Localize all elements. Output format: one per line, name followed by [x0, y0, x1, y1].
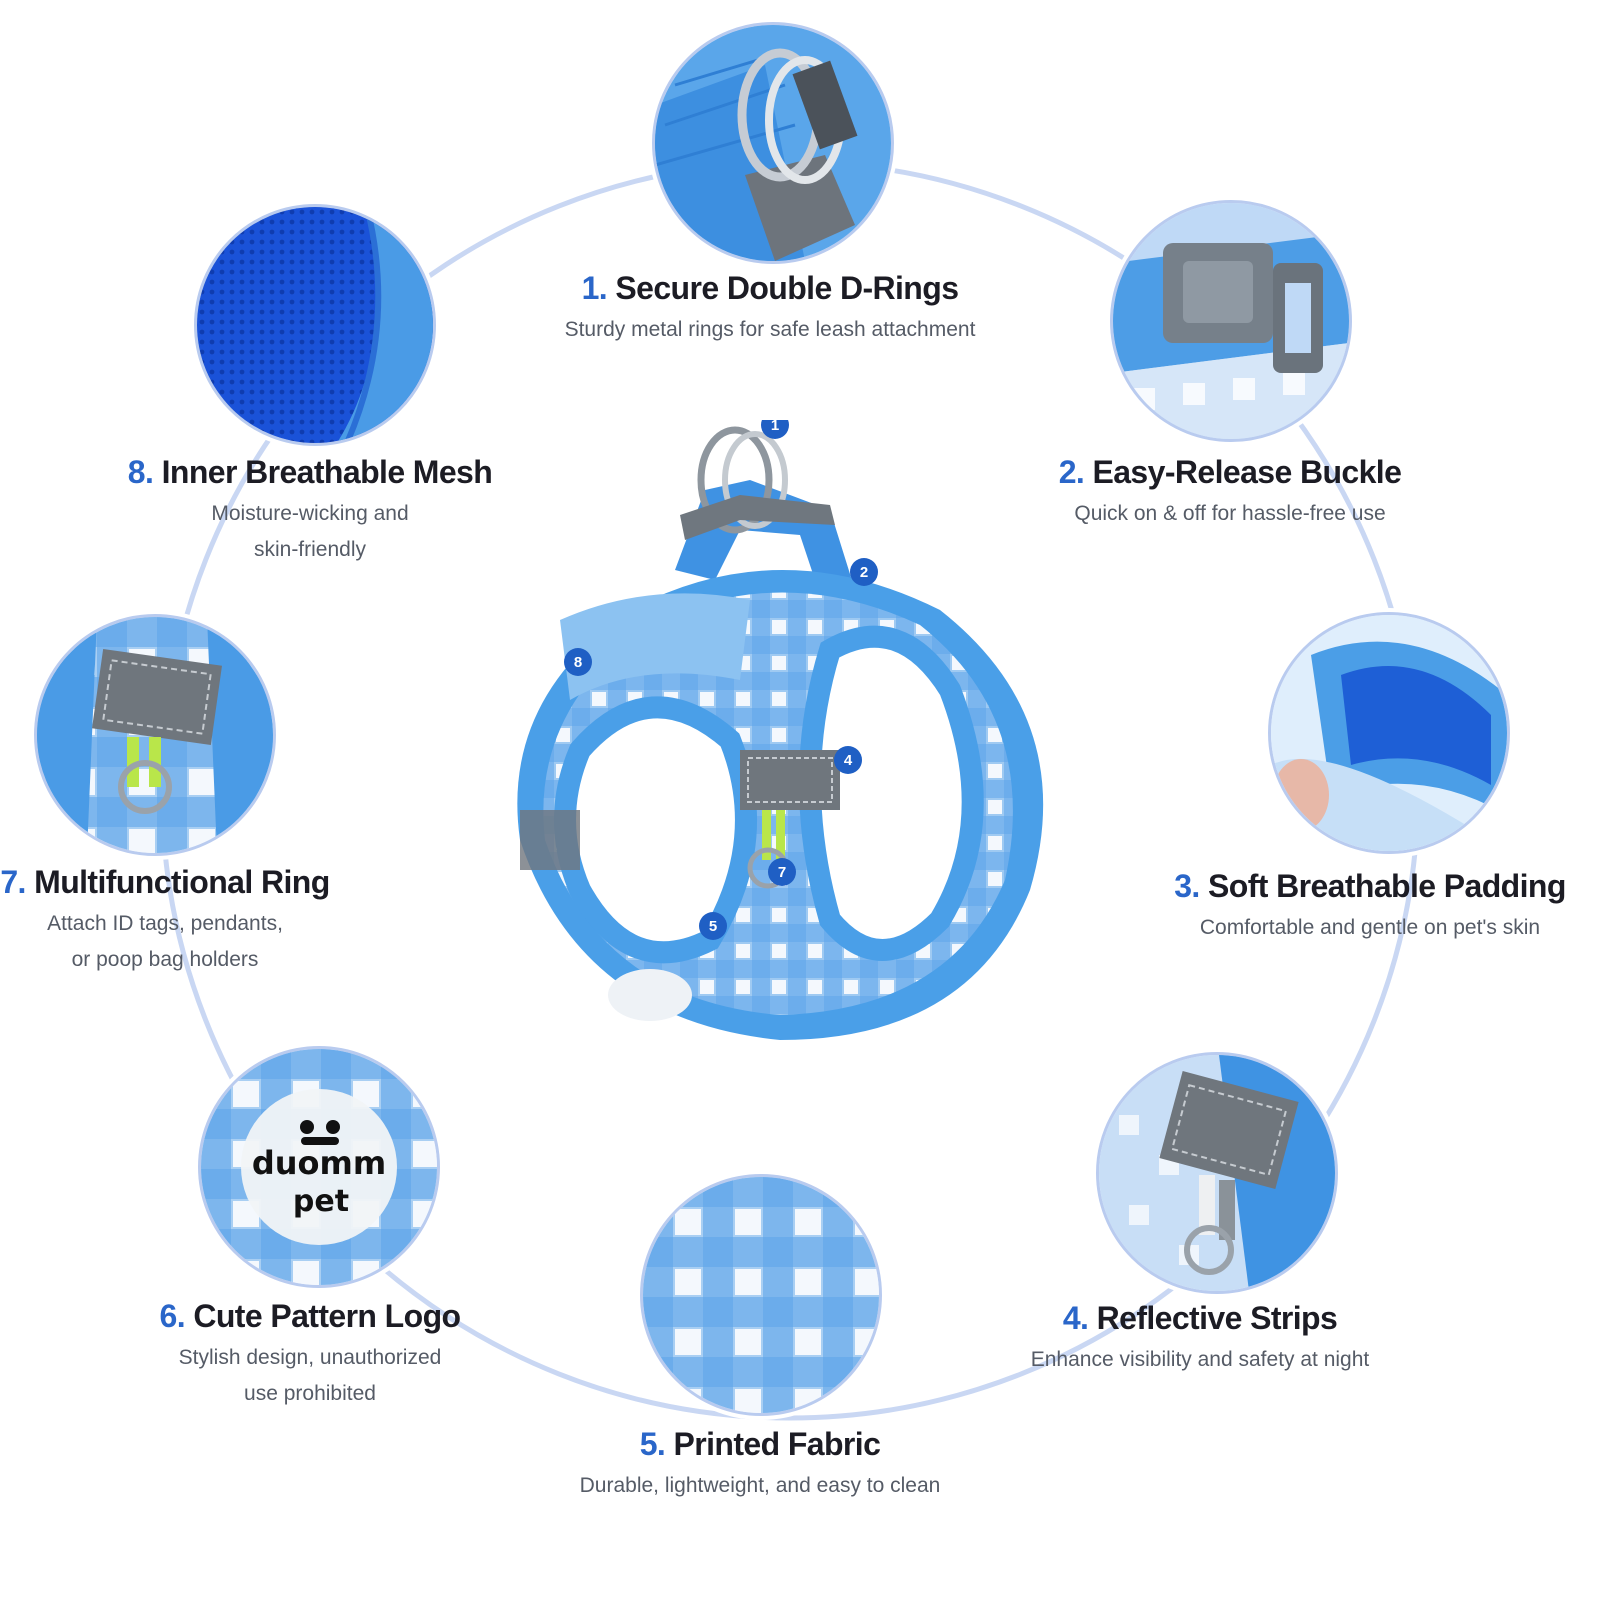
svg-text:8: 8 [574, 654, 582, 671]
feature-2-caption: 2. Easy-Release Buckle Quick on & off fo… [1030, 452, 1430, 532]
feature-6-title: 6. Cute Pattern Logo [159, 1298, 462, 1334]
feature-2-desc: Quick on & off for hassle-free use [1074, 502, 1386, 525]
feature-4-caption: 4. Reflective Strips Enhance visibility … [1000, 1298, 1400, 1378]
marker-2: 2 [850, 558, 878, 586]
feature-8-photo [194, 204, 436, 446]
logo-word-2: pet [293, 1184, 349, 1219]
marker-7: 7 [768, 858, 796, 886]
marker-8: 8 [564, 648, 592, 676]
svg-text:1: 1 [771, 420, 779, 434]
feature-3-photo [1268, 612, 1510, 854]
feature-6-desc: Stylish design, unauthorized use prohibi… [178, 1346, 442, 1405]
harness-icon: 1 2 8 4 7 5 [517, 420, 1044, 1040]
feature-8-desc: Moisture-wicking and skin-friendly [211, 502, 409, 561]
feature-1-photo [652, 22, 894, 264]
feature-8-caption: 8. Inner Breathable Mesh Moisture-wickin… [110, 452, 510, 568]
feature-3-desc: Comfortable and gentle on pet's skin [1199, 916, 1541, 939]
feature-2-title: 2. Easy-Release Buckle [1058, 454, 1402, 490]
padding-icon [1271, 615, 1507, 851]
feature-4-photo [1096, 1052, 1338, 1294]
feature-1-desc: Sturdy metal rings for safe leash attach… [564, 318, 976, 341]
feature-4-desc: Enhance visibility and safety at night [1030, 1348, 1370, 1371]
feature-7-title: 7. Multifunctional Ring [0, 864, 330, 900]
buckle-icon [1113, 203, 1349, 439]
svg-text:2: 2 [860, 564, 868, 581]
feature-2-photo [1110, 200, 1352, 442]
svg-text:5: 5 [709, 918, 717, 935]
feature-4-title: 4. Reflective Strips [1062, 1300, 1338, 1336]
feature-3-caption: 3. Soft Breathable Padding Comfortable a… [1160, 866, 1580, 946]
reflective-strip-icon [1099, 1055, 1335, 1291]
mesh-icon [197, 207, 433, 443]
plaid-fabric-icon [643, 1177, 879, 1413]
feature-7-photo [34, 614, 276, 856]
feature-3-title: 3. Soft Breathable Padding [1174, 868, 1566, 904]
feature-7-caption: 7. Multifunctional Ring Attach ID tags, … [0, 862, 330, 978]
feature-6-photo: duomm pet [198, 1046, 440, 1288]
harness-illustration: 1 2 8 4 7 5 [500, 420, 1080, 1060]
d-ring-icon [655, 25, 891, 261]
feature-1-caption: 1. Secure Double D-Rings Sturdy metal ri… [520, 268, 1020, 348]
feature-5-desc: Durable, lightweight, and easy to clean [579, 1474, 941, 1497]
feature-5-caption: 5. Printed Fabric Durable, lightweight, … [560, 1424, 960, 1504]
feature-1-title: 1. Secure Double D-Rings [581, 270, 959, 306]
feature-5-title: 5. Printed Fabric [639, 1426, 881, 1462]
feature-5-photo [640, 1174, 882, 1416]
marker-1: 1 [761, 420, 789, 439]
svg-text:7: 7 [778, 864, 786, 881]
feature-8-title: 8. Inner Breathable Mesh [127, 454, 493, 490]
marker-5: 5 [699, 912, 727, 940]
logo-word-1: duomm [252, 1144, 386, 1182]
svg-text:4: 4 [844, 752, 853, 769]
logo-patch-icon: duomm pet [201, 1049, 437, 1285]
feature-6-caption: 6. Cute Pattern Logo Stylish design, una… [110, 1296, 510, 1412]
feature-7-desc: Attach ID tags, pendants, or poop bag ho… [47, 912, 283, 971]
multifunction-ring-icon [37, 617, 273, 853]
marker-4: 4 [834, 746, 862, 774]
